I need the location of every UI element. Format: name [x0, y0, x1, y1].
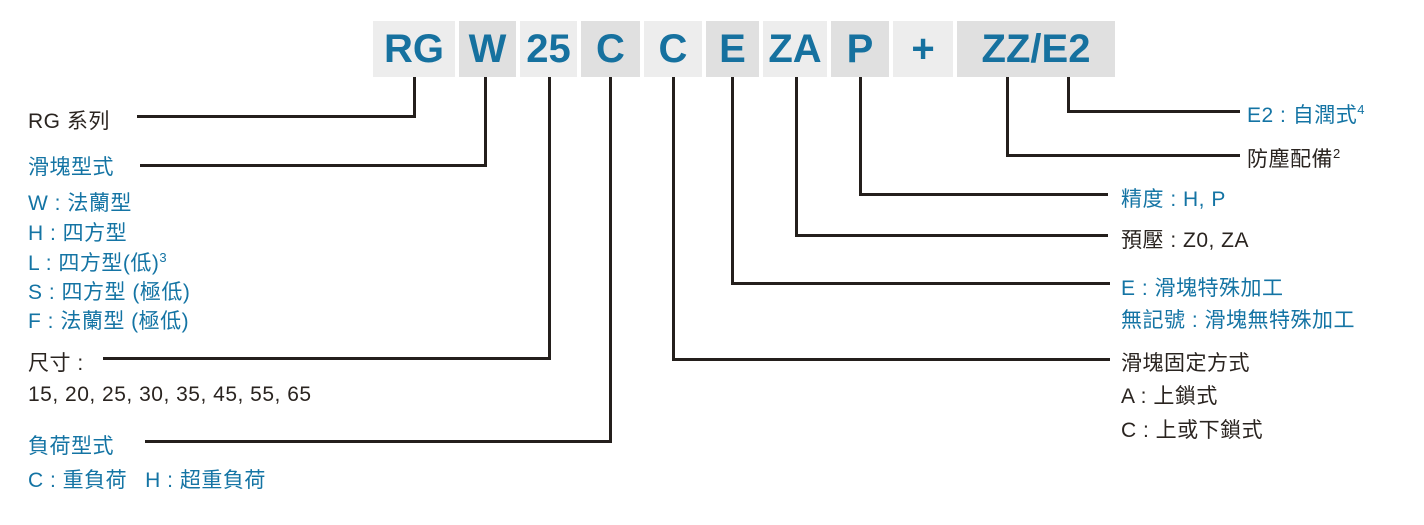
fixing-option-a: A : 上鎖式 [1121, 385, 1218, 408]
self-lubrication-label: E2 : 自潤式4 [1247, 99, 1365, 129]
code-segment-plus: + [893, 21, 953, 77]
dust-proof-label: 防塵配備2 [1247, 143, 1341, 173]
leader-slider-type-vline [484, 77, 487, 167]
leader-slider-type-hline [140, 164, 487, 167]
slider-type-option-f: F : 法蘭型 (極低) [28, 305, 189, 335]
fixing-title: 滑塊固定方式 [1121, 352, 1250, 375]
option-text: L : 四方型(低) [28, 252, 160, 275]
slider-type-option-w: W : 法蘭型 [28, 187, 132, 217]
leader-load-type-vline [609, 77, 612, 443]
precision-label: 精度 : H, P [1121, 188, 1226, 211]
size-values: 15, 20, 25, 30, 35, 45, 55, 65 [28, 383, 312, 406]
load-type-title: 負荷型式 [28, 435, 114, 458]
slider-type-option-h: H : 四方型 [28, 217, 127, 247]
load-option-h: H : 超重負荷 [145, 469, 266, 492]
load-option-c: C : 重負荷 [28, 469, 128, 492]
leader-preload-hline [795, 234, 1108, 237]
leader-size-vline [548, 77, 551, 360]
load-type-options: C : 重負荷 H : 超重負荷 [28, 464, 266, 494]
leader-size-hline [103, 357, 551, 360]
series-label: RG 系列 [28, 110, 110, 133]
leader-series-vline [413, 77, 416, 118]
fixing-option-c: C : 上或下鎖式 [1121, 419, 1264, 442]
label-superscript: 4 [1357, 102, 1365, 117]
slider-type-option-l: L : 四方型(低)3 [28, 247, 167, 277]
size-title: 尺寸 : [28, 352, 84, 375]
code-segment-dustproof-e2: ZZ/E2 [957, 21, 1115, 77]
code-segment-load-type: C [581, 21, 640, 77]
leader-special-hline [731, 282, 1110, 285]
leader-series-hline [137, 115, 416, 118]
leader-e2-hline [1067, 110, 1240, 113]
option-text: S : 四方型 (極低) [28, 281, 191, 304]
leader-dustproof-hline [1006, 154, 1240, 157]
option-text: W : 法蘭型 [28, 192, 132, 215]
leader-special-vline [731, 77, 734, 285]
leader-preload-vline [795, 77, 798, 237]
code-segment-fixing: C [644, 21, 702, 77]
code-segment-preload: ZA [763, 21, 827, 77]
code-segment-slider-type: W [459, 21, 516, 77]
leader-precision-vline [859, 77, 862, 196]
leader-fixing-hline [672, 358, 1110, 361]
leader-load-type-hline [145, 440, 612, 443]
leader-e2-vline [1067, 77, 1070, 113]
label-superscript: 2 [1333, 146, 1341, 161]
special-machining-label: E : 滑塊特殊加工 [1121, 277, 1284, 300]
label-text: E2 : 自潤式 [1247, 104, 1358, 127]
code-segment-size: 25 [520, 21, 577, 77]
no-symbol-label: 無記號 : 滑塊無特殊加工 [1121, 309, 1356, 332]
code-segment-precision: P [831, 21, 889, 77]
option-text: H : 四方型 [28, 222, 128, 245]
code-segment-series: RG [373, 21, 455, 77]
preload-label: 預壓 : Z0, ZA [1121, 229, 1250, 252]
option-text: F : 法蘭型 (極低) [28, 310, 190, 333]
slider-type-title: 滑塊型式 [28, 156, 114, 179]
leader-precision-hline [859, 193, 1108, 196]
leader-fixing-vline [672, 77, 675, 361]
leader-dustproof-vline [1006, 77, 1009, 157]
code-segment-special: E [706, 21, 759, 77]
slider-type-option-s: S : 四方型 (極低) [28, 276, 190, 306]
option-superscript: 3 [159, 250, 168, 265]
label-text: 防塵配備 [1247, 148, 1333, 171]
